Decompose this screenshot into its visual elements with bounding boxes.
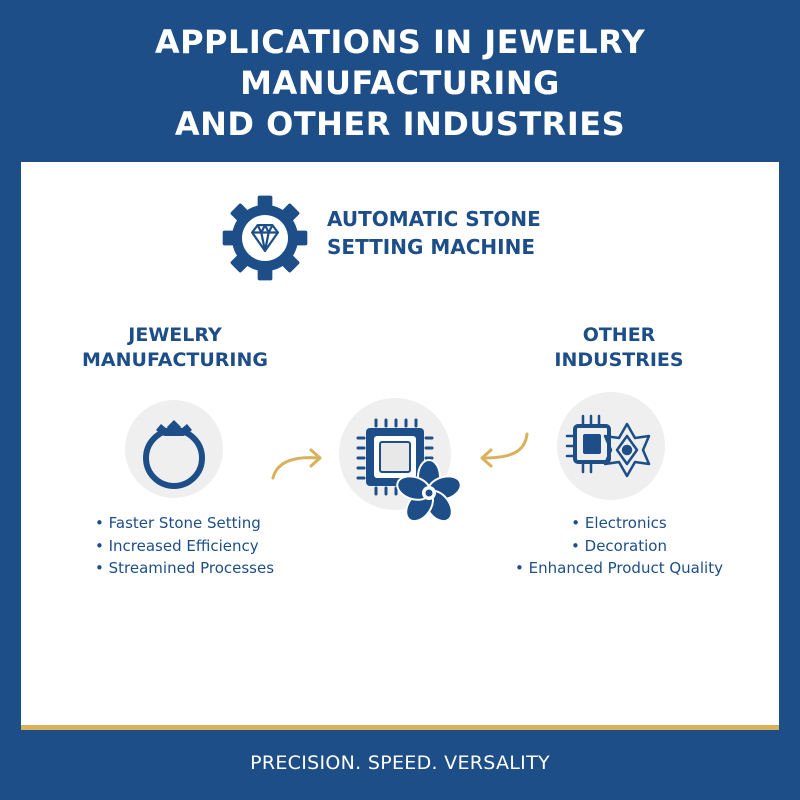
jewelry-title-line-1: JEWELRY [128,324,222,346]
other-industries-title: OTHER INDUSTRIES [499,323,739,373]
jewelry-title-line-2: MANUFACTURING [82,349,268,371]
center-icon-circle [339,398,462,523]
jewelry-title: JEWELRY MANUFACTURING [55,323,295,373]
list-item: Enhanced Product Quality [499,557,739,580]
machine-title: AUTOMATIC STONE SETTING MACHINE [327,205,587,261]
list-item: Increased Efficiency [95,535,274,558]
other-title-line-1: OTHER [582,324,656,346]
list-item: Decoration [499,535,739,558]
arrow-left-icon [480,432,529,468]
list-item: Streamined Processes [95,557,274,580]
machine-title-line-2: SETTING MACHINE [327,235,536,259]
ring-icon [143,420,205,489]
title-line-2: MANUFACTURING [240,64,560,102]
other-bullet-list: Electronics Decoration Enhanced Product … [499,512,739,580]
list-item: Electronics [499,512,739,535]
jewelry-icon-circle [125,400,223,498]
machine-title-line-1: AUTOMATIC STONE [327,207,541,231]
other-icon-circle [557,392,665,500]
title-line-3: AND OTHER INDUSTRIES [174,105,626,143]
title-line-1: APPLICATIONS IN JEWELRY [154,23,646,61]
arrow-right-icon [271,448,322,480]
content-panel: AUTOMATIC STONE SETTING MACHINE JEWELRY … [21,162,779,730]
jewelry-bullet-list: Faster Stone Setting Increased Efficienc… [95,512,274,580]
chip-flower-icon [356,418,462,523]
footer-tagline: PRECISION. SPEED. VERSALITY [250,752,550,774]
page-title: APPLICATIONS IN JEWELRY MANUFACTURING AN… [0,22,800,145]
gear-diamond-icon [222,195,308,281]
list-item: Faster Stone Setting [95,512,274,535]
other-title-line-2: INDUSTRIES [554,349,684,371]
circuit-ornament-icon [565,414,651,478]
